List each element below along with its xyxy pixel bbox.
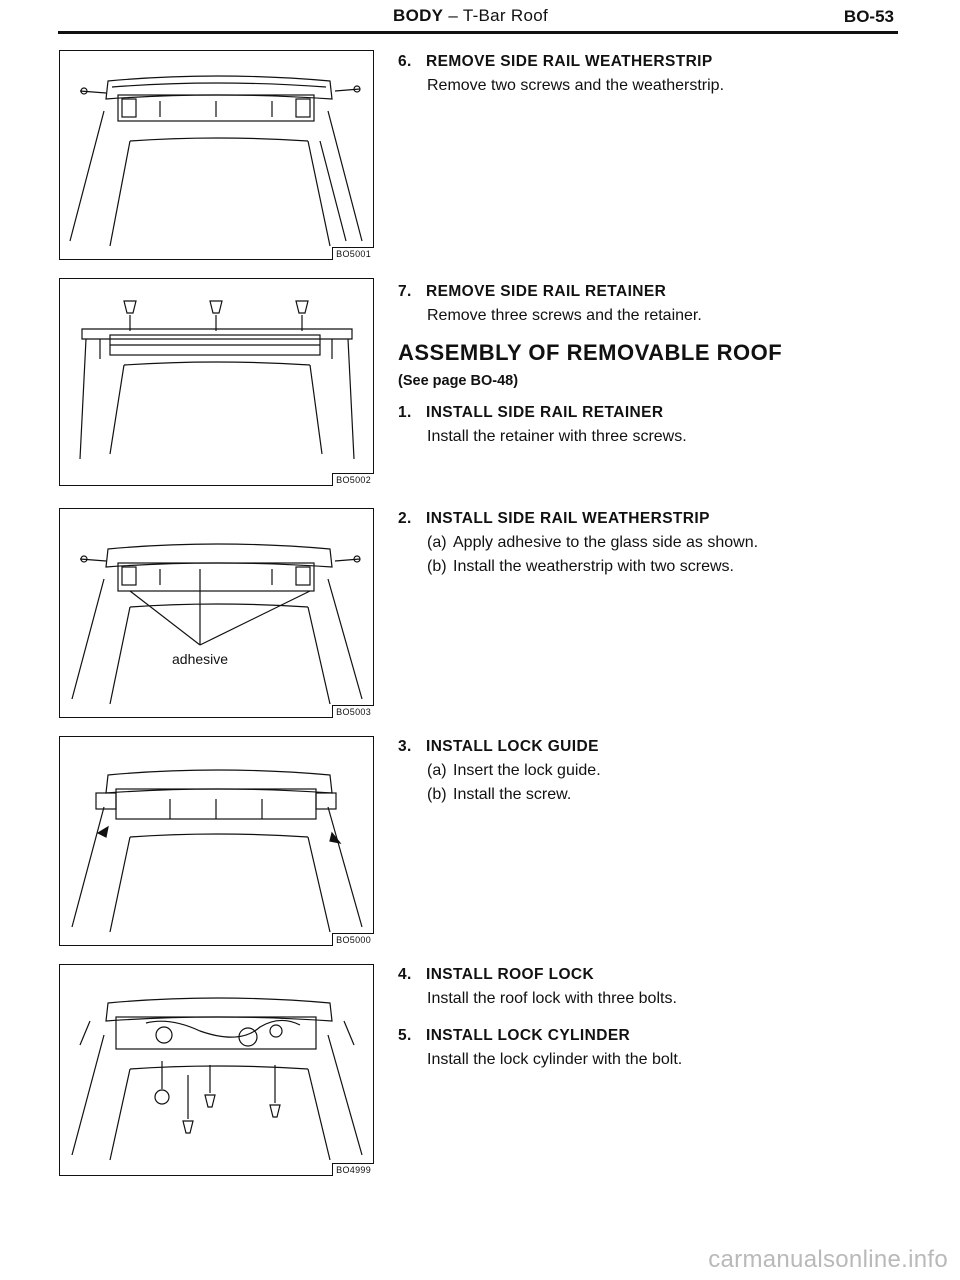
sub-step-mark: (b) bbox=[427, 558, 447, 575]
page-title: BODY – T-Bar Roof bbox=[393, 6, 548, 26]
header-rule bbox=[58, 31, 898, 34]
step-number: 7. bbox=[398, 283, 412, 300]
step-title: INSTALL SIDE RAIL RETAINER bbox=[426, 404, 664, 421]
adhesive-label: adhesive bbox=[172, 651, 229, 667]
step-number: 1. bbox=[398, 404, 412, 421]
roof-illustration-4 bbox=[71, 769, 363, 933]
figure-code: BO5000 bbox=[332, 933, 374, 946]
figure-4: BO5000 bbox=[59, 736, 374, 946]
step-remove-weatherstrip: 6. REMOVE SIDE RAIL WEATHERSTRIP Remove t… bbox=[398, 53, 918, 95]
bolt-icon bbox=[154, 1061, 281, 1134]
figure-code: BO4999 bbox=[332, 1163, 374, 1176]
title-separator: – bbox=[443, 6, 463, 25]
watermark: carmanualsonline.info bbox=[708, 1246, 948, 1273]
roof-illustration-1 bbox=[69, 75, 363, 247]
step-title: REMOVE SIDE RAIL WEATHERSTRIP bbox=[426, 53, 713, 70]
step-title: REMOVE SIDE RAIL RETAINER bbox=[426, 283, 667, 300]
step-remove-retainer: 7. REMOVE SIDE RAIL RETAINER Remove three… bbox=[398, 283, 918, 325]
title-sub: T-Bar Roof bbox=[462, 6, 549, 25]
figure-1: BO5001 bbox=[59, 50, 374, 260]
sub-step-text: Install the weatherstrip with two screws… bbox=[453, 558, 734, 575]
figure-code: BO5001 bbox=[332, 247, 374, 260]
page-header: BODY – T-Bar Roof BO-53 bbox=[58, 0, 898, 36]
step-heading: 1. INSTALL SIDE RAIL RETAINER bbox=[398, 404, 918, 422]
step-body: Remove three screws and the retainer. bbox=[427, 307, 702, 324]
step-heading: 4. INSTALL ROOF LOCK bbox=[398, 966, 918, 984]
screw-icon bbox=[96, 825, 342, 844]
step-heading: 3. INSTALL LOCK GUIDE bbox=[398, 738, 918, 756]
roof-illustration-5 bbox=[71, 997, 363, 1161]
step-title: INSTALL LOCK GUIDE bbox=[426, 738, 599, 755]
sub-step-mark: (a) bbox=[427, 762, 447, 779]
step-heading: 2. INSTALL SIDE RAIL WEATHERSTRIP bbox=[398, 510, 918, 528]
step-number: 2. bbox=[398, 510, 412, 527]
sub-step-text: Insert the lock guide. bbox=[453, 762, 601, 779]
step-number: 4. bbox=[398, 966, 412, 983]
step-body: Install the roof lock with three bolts. bbox=[427, 990, 677, 1007]
step-install-retainer: 1. INSTALL SIDE RAIL RETAINER Install the… bbox=[398, 404, 918, 446]
sub-step: (a) Apply adhesive to the glass side as s… bbox=[427, 534, 918, 552]
sub-step-text: Apply adhesive to the glass side as show… bbox=[453, 534, 759, 551]
screw-icon bbox=[123, 300, 309, 331]
sub-step: (b) Install the weatherstrip with two scr… bbox=[427, 558, 918, 576]
section-page-reference: (See page BO-48) bbox=[398, 373, 519, 389]
sub-step-mark: (a) bbox=[427, 534, 447, 551]
figure-5: BO4999 bbox=[59, 964, 374, 1176]
figure-code: BO5003 bbox=[332, 705, 374, 718]
figure-3: adhesive BO5003 bbox=[59, 508, 374, 718]
roof-illustration-2 bbox=[79, 300, 355, 460]
step-title: INSTALL LOCK CYLINDER bbox=[426, 1027, 631, 1044]
sub-step: (a) Insert the lock guide. bbox=[427, 762, 918, 780]
step-body: Remove two screws and the weatherstrip. bbox=[427, 77, 725, 94]
step-install-roof-lock: 4. INSTALL ROOF LOCK Install the roof loc… bbox=[398, 966, 918, 1008]
step-heading: 5. INSTALL LOCK CYLINDER bbox=[398, 1027, 918, 1045]
roof-illustration-3 bbox=[71, 543, 363, 705]
page-number: BO-53 bbox=[843, 7, 894, 26]
step-number: 3. bbox=[398, 738, 412, 755]
step-body: Install the lock cylinder with the bolt. bbox=[427, 1051, 683, 1068]
title-main: BODY bbox=[393, 6, 444, 25]
sub-step: (b) Install the screw. bbox=[427, 786, 918, 804]
sub-step-text: Install the screw. bbox=[453, 786, 572, 803]
step-number: 5. bbox=[398, 1027, 412, 1044]
step-heading: 6. REMOVE SIDE RAIL WEATHERSTRIP bbox=[398, 53, 918, 71]
step-install-lock-cylinder: 5. INSTALL LOCK CYLINDER Install the lock… bbox=[398, 1027, 918, 1069]
step-heading: 7. REMOVE SIDE RAIL RETAINER bbox=[398, 283, 918, 301]
figure-code: BO5002 bbox=[332, 473, 374, 486]
step-body: Install the retainer with three screws. bbox=[427, 428, 687, 445]
section-title: ASSEMBLY OF REMOVABLE ROOF bbox=[398, 340, 783, 365]
figure-2: BO5002 bbox=[59, 278, 374, 486]
step-number: 6. bbox=[398, 53, 412, 70]
step-title: INSTALL ROOF LOCK bbox=[426, 966, 595, 983]
sub-step-mark: (b) bbox=[427, 786, 447, 803]
step-title: INSTALL SIDE RAIL WEATHERSTRIP bbox=[426, 510, 710, 527]
step-install-weatherstrip: 2. INSTALL SIDE RAIL WEATHERSTRIP (a) Appl… bbox=[398, 510, 918, 576]
step-install-lock-guide: 3. INSTALL LOCK GUIDE (a) Insert the lock … bbox=[398, 738, 918, 804]
